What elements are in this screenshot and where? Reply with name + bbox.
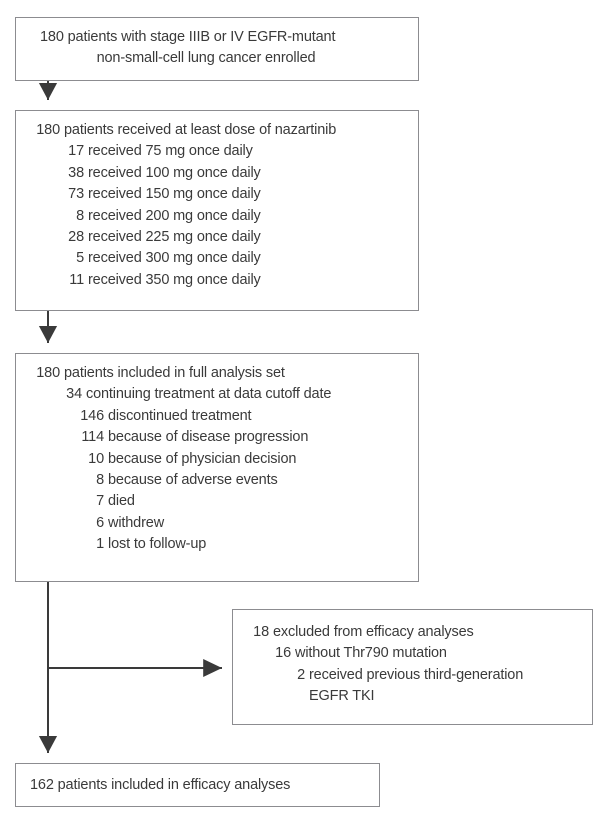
line-number: 6 [96, 514, 104, 531]
line-text: died [108, 493, 135, 510]
line-number [247, 686, 305, 707]
box-enrolled: 180 patients with stage IIIB or IV EGFR-… [15, 17, 419, 81]
line-text: because of disease progression [108, 429, 309, 446]
line-text: received 100 mg once daily [88, 164, 261, 181]
line-number: 10 [88, 450, 104, 467]
line-text: patients included in efficacy analyses [57, 777, 291, 793]
line-text: patients included in full analysis set [64, 365, 285, 381]
line-number: 5 [76, 250, 84, 267]
line-number: 16 [275, 645, 291, 662]
line-text: received previous third-generation [309, 666, 524, 683]
box-efficacy-line: 162 patients included in efficacy analys… [30, 775, 367, 796]
box-enrolled-content: 180 patients with stage IIIB or IV EGFR-… [16, 18, 418, 80]
line-text: received 350 mg once daily [88, 271, 261, 288]
line-number: 73 [68, 186, 84, 203]
line-number: 146 [80, 407, 104, 424]
line-number: 180 [36, 365, 60, 381]
line-text: lost to follow-up [108, 536, 207, 553]
line-number: 18 [253, 624, 269, 640]
line-number: 17 [68, 143, 84, 160]
line-number: 2 [297, 666, 305, 683]
line-text: patients received at least dose of nazar… [64, 122, 337, 138]
line-text: non-small-cell lung cancer enrolled [96, 50, 316, 67]
line-text: because of physician decision [108, 450, 297, 467]
line-number: 162 [30, 777, 54, 793]
line-text: received 200 mg once daily [88, 207, 261, 224]
box-enrolled-line: non-small-cell lung cancer enrolled [30, 48, 406, 69]
box-excluded-line: EGFR TKI [247, 686, 580, 707]
line-number: 34 [66, 386, 82, 403]
line-number: 38 [68, 164, 84, 181]
line-number: 1 [96, 536, 104, 553]
line-text: EGFR TKI [309, 688, 375, 705]
line-text: 180 [40, 29, 64, 45]
line-number: 114 [81, 429, 104, 446]
line-text: received 300 mg once daily [88, 250, 261, 267]
line-text: discontinued treatment [108, 407, 252, 424]
box-efficacy-content: 162 patients included in efficacy analys… [16, 764, 379, 806]
line-text: received 150 mg once daily [88, 186, 261, 203]
line-number: 8 [96, 472, 104, 489]
box-efficacy-analyses: 162 patients included in efficacy analys… [15, 763, 380, 807]
line-number: 28 [68, 229, 84, 246]
line-text: excluded from efficacy analyses [273, 624, 474, 640]
line-text: received 225 mg once daily [88, 229, 261, 246]
line-text: withdrew [108, 514, 165, 531]
line-text: received 75 mg once daily [88, 143, 253, 160]
line-number: 11 [69, 271, 84, 288]
line-text: because of adverse events [108, 472, 278, 489]
line-number: 8 [76, 207, 84, 224]
line-text: without Thr790 mutation [295, 645, 447, 662]
line-text: patients with stage IIIB or IV EGFR-muta… [67, 29, 336, 45]
line-text: continuing treatment at data cutoff date [86, 386, 332, 403]
box-enrolled-line: 180 patients with stage IIIB or IV EGFR-… [30, 27, 406, 48]
line-number: 7 [96, 493, 104, 510]
line-number: 180 [36, 122, 60, 138]
